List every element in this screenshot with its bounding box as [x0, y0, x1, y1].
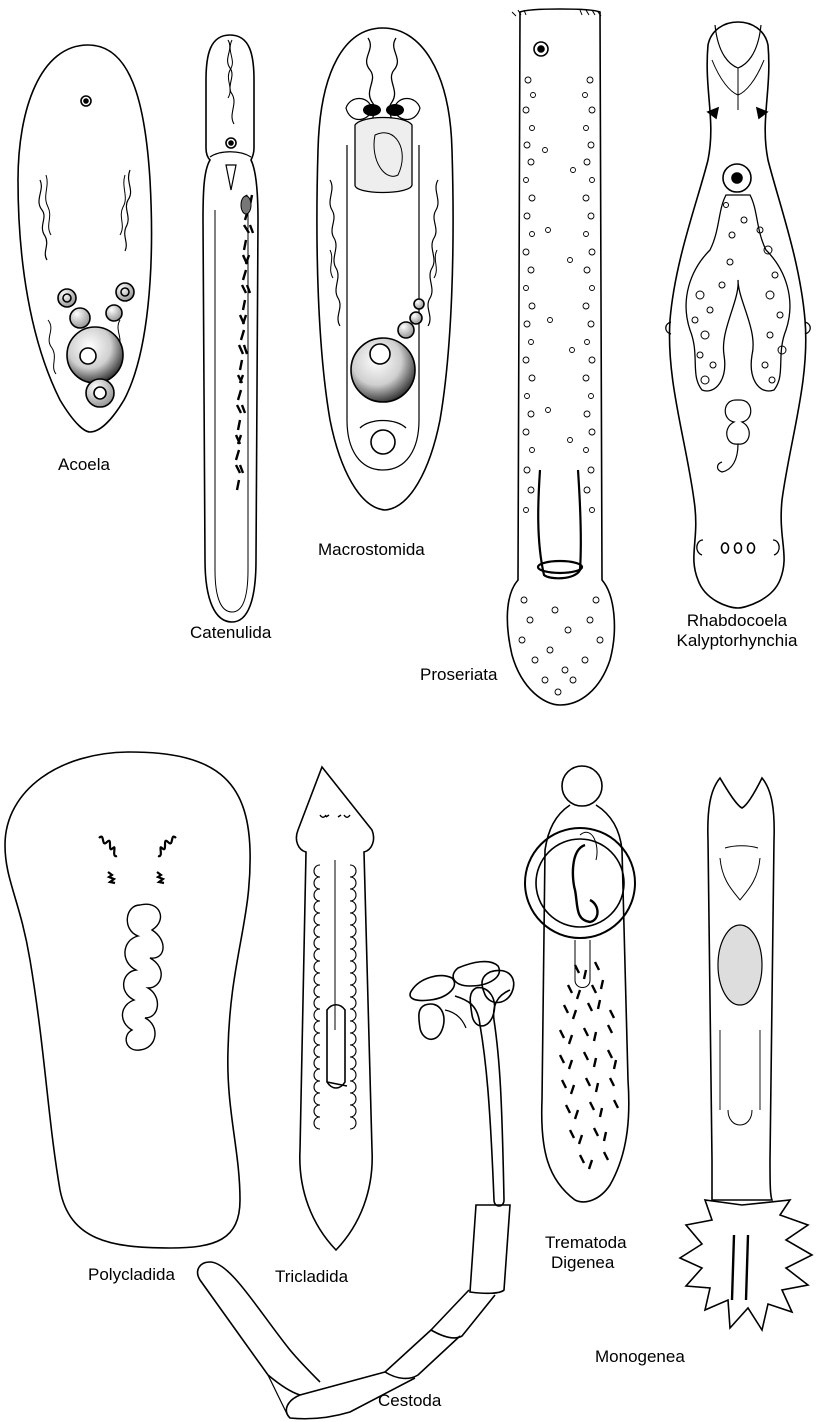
label-catenulida: Catenulida	[190, 623, 272, 642]
trematoda-digenea-drawing	[525, 766, 635, 1202]
label-tricladida: Tricladida	[275, 1267, 349, 1286]
acoela-drawing	[18, 45, 152, 432]
label-trematoda: Trematoda	[545, 1233, 627, 1252]
label-digenea: Digenea	[551, 1253, 615, 1272]
label-proseriata: Proseriata	[420, 665, 498, 684]
tricladida-drawing	[296, 767, 373, 1250]
proseriata-drawing	[507, 9, 614, 705]
label-kalyptorhynchia: Kalyptorhynchia	[677, 631, 799, 650]
label-rhabdocoela: Rhabdocoela	[687, 611, 788, 630]
monogenea-drawing	[680, 778, 812, 1330]
polycladida-drawing	[5, 752, 250, 1248]
macrostomida-drawing	[317, 28, 453, 510]
label-acoela: Acoela	[58, 455, 111, 474]
rhabdocoela-kalyptorhynchia-drawing	[666, 22, 811, 608]
catenulida-drawing	[203, 35, 258, 622]
label-cestoda: Cestoda	[378, 1391, 442, 1410]
label-monogenea: Monogenea	[595, 1347, 685, 1366]
label-polycladida: Polycladida	[88, 1265, 175, 1284]
label-macrostomida: Macrostomida	[318, 540, 425, 559]
